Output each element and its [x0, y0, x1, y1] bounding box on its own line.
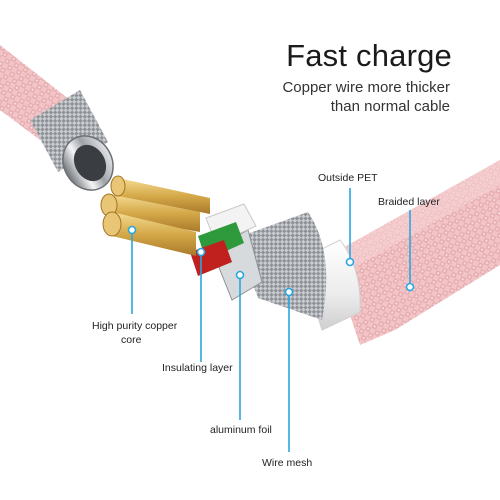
- label-copper-core-line-1: High purity copper: [92, 320, 178, 332]
- label-wire-mesh: Wire mesh: [262, 457, 313, 469]
- subtitle-line-1: Copper wire more thicker: [282, 79, 450, 96]
- copper-core-2: [118, 178, 210, 214]
- headline: Fast charge: [286, 38, 452, 73]
- leader-dot-insulating-layer: [196, 247, 206, 257]
- leader-dot-aluminum-foil: [235, 270, 245, 280]
- leader-lines: [127, 188, 415, 452]
- leader-dot-copper-core: [127, 225, 137, 235]
- copper-core-end-2: [110, 175, 126, 197]
- label-aluminum-foil: aluminum foil: [210, 424, 272, 436]
- label-insulating-layer: Insulating layer: [162, 362, 233, 374]
- copper-cores: [100, 175, 210, 256]
- leader-dot-braided-layer: [405, 282, 415, 292]
- braided-sleeve-highlight: [330, 160, 500, 270]
- copper-core-3: [112, 212, 196, 256]
- leader-dot-wire-mesh: [284, 287, 294, 297]
- label-braided-layer: Braided layer: [378, 196, 440, 208]
- label-outside-pet: Outside PET: [318, 172, 378, 184]
- copper-core-1: [108, 194, 200, 232]
- copper-core-end-3: [102, 211, 122, 237]
- upper-connector-opening: [73, 144, 107, 182]
- subtitle-line-2: than normal cable: [330, 98, 450, 115]
- wire-mesh-layer: [236, 212, 327, 320]
- upper-cable: [0, 45, 114, 191]
- label-copper-core-line-2: core: [121, 334, 142, 346]
- leader-dot-outside-pet: [345, 257, 355, 267]
